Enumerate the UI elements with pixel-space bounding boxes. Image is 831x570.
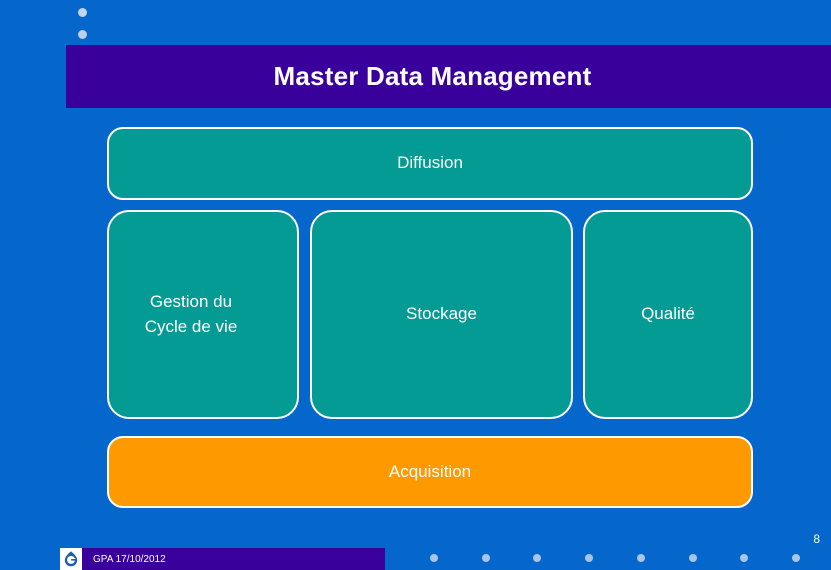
process-box-diffusion[interactable]: Diffusion: [107, 127, 753, 200]
footer-dot-icon: [637, 554, 645, 562]
process-box-label: Qualité: [641, 304, 695, 324]
footer-dot-icon: [740, 554, 748, 562]
footer-text: GPA 17/10/2012: [93, 553, 166, 565]
bullet-dot-icon: [78, 8, 87, 17]
footer-dot-icon: [533, 554, 541, 562]
process-box-lifecycle[interactable]: Gestion du Cycle de vie: [107, 210, 299, 419]
process-box-label: Stockage: [406, 304, 477, 324]
footer-dot-icon: [689, 554, 697, 562]
process-box-label-line2: Cycle de vie: [144, 316, 238, 336]
process-box-acquisition[interactable]: Acquisition: [107, 436, 753, 508]
process-box-label: Diffusion: [397, 153, 463, 173]
slide-title-bar: Master Data Management: [66, 45, 831, 108]
bullet-dot-icon: [78, 30, 87, 39]
footer-dot-icon: [585, 554, 593, 562]
process-box-stockage[interactable]: Stockage: [310, 210, 573, 419]
process-box-label: Gestion du Cycle de vie: [145, 290, 238, 339]
footer-dot-row: [408, 554, 822, 564]
footer-dot-icon: [482, 554, 490, 562]
page-number: 8: [813, 532, 820, 546]
gpa-logo-icon: [60, 548, 82, 570]
process-box-label-line1: Gestion du: [149, 291, 233, 311]
page-title: Master Data Management: [273, 61, 592, 91]
footer-dot-icon: [430, 554, 438, 562]
footer-dot-icon: [792, 554, 800, 562]
footer-bar: GPA 17/10/2012: [60, 548, 385, 570]
process-box-qualite[interactable]: Qualité: [583, 210, 753, 419]
process-box-label: Acquisition: [388, 461, 472, 481]
